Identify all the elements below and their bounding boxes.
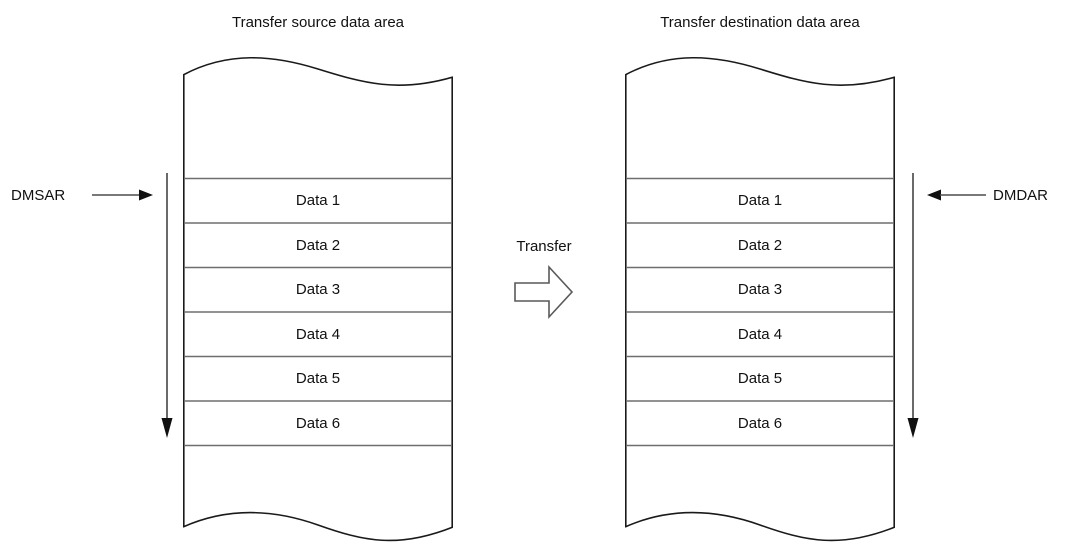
- dmsar-register-label: DMSAR: [11, 187, 66, 204]
- destination-area-title: Transfer destination data area: [660, 14, 860, 31]
- torn-bottom-edge: [183, 511, 453, 542]
- row-dividers: [626, 177, 894, 447]
- down-arrow-icon: [161, 173, 173, 438]
- torn-top-edge: [625, 56, 895, 86]
- right-arrow-icon: [92, 189, 153, 201]
- left-arrow-icon: [927, 189, 986, 201]
- source-row: Data 4: [295, 325, 341, 343]
- destination-area-outline: [625, 56, 895, 542]
- dmdar-register-label: DMDAR: [993, 187, 1048, 204]
- source-area-title: Transfer source data area: [231, 14, 405, 31]
- source-row: Data 2: [295, 236, 341, 254]
- transfer-label: Transfer: [516, 238, 572, 255]
- destination-row: Data 4: [737, 325, 783, 343]
- torn-top-edge: [183, 56, 453, 86]
- source-row: Data 5: [295, 370, 341, 388]
- destination-row: Data 2: [737, 236, 783, 254]
- destination-data-area: Data 1 Data 2 Data 3 Data 4 Data 5 Data …: [625, 55, 895, 545]
- down-arrow-icon: [907, 173, 919, 438]
- source-data-area: Data 1 Data 2 Data 3 Data 4 Data 5 Data …: [183, 55, 453, 545]
- source-area-outline: [183, 56, 453, 542]
- source-row: Data 3: [295, 281, 341, 299]
- source-row: Data 6: [295, 414, 341, 432]
- torn-bottom-edge: [625, 511, 895, 542]
- destination-row: Data 6: [737, 414, 783, 432]
- destination-row: Data 1: [737, 192, 783, 210]
- destination-row: Data 5: [737, 370, 783, 388]
- block-right-arrow-icon: [514, 264, 574, 320]
- row-dividers: [184, 177, 452, 447]
- source-row: Data 1: [295, 192, 341, 210]
- destination-row: Data 3: [737, 281, 783, 299]
